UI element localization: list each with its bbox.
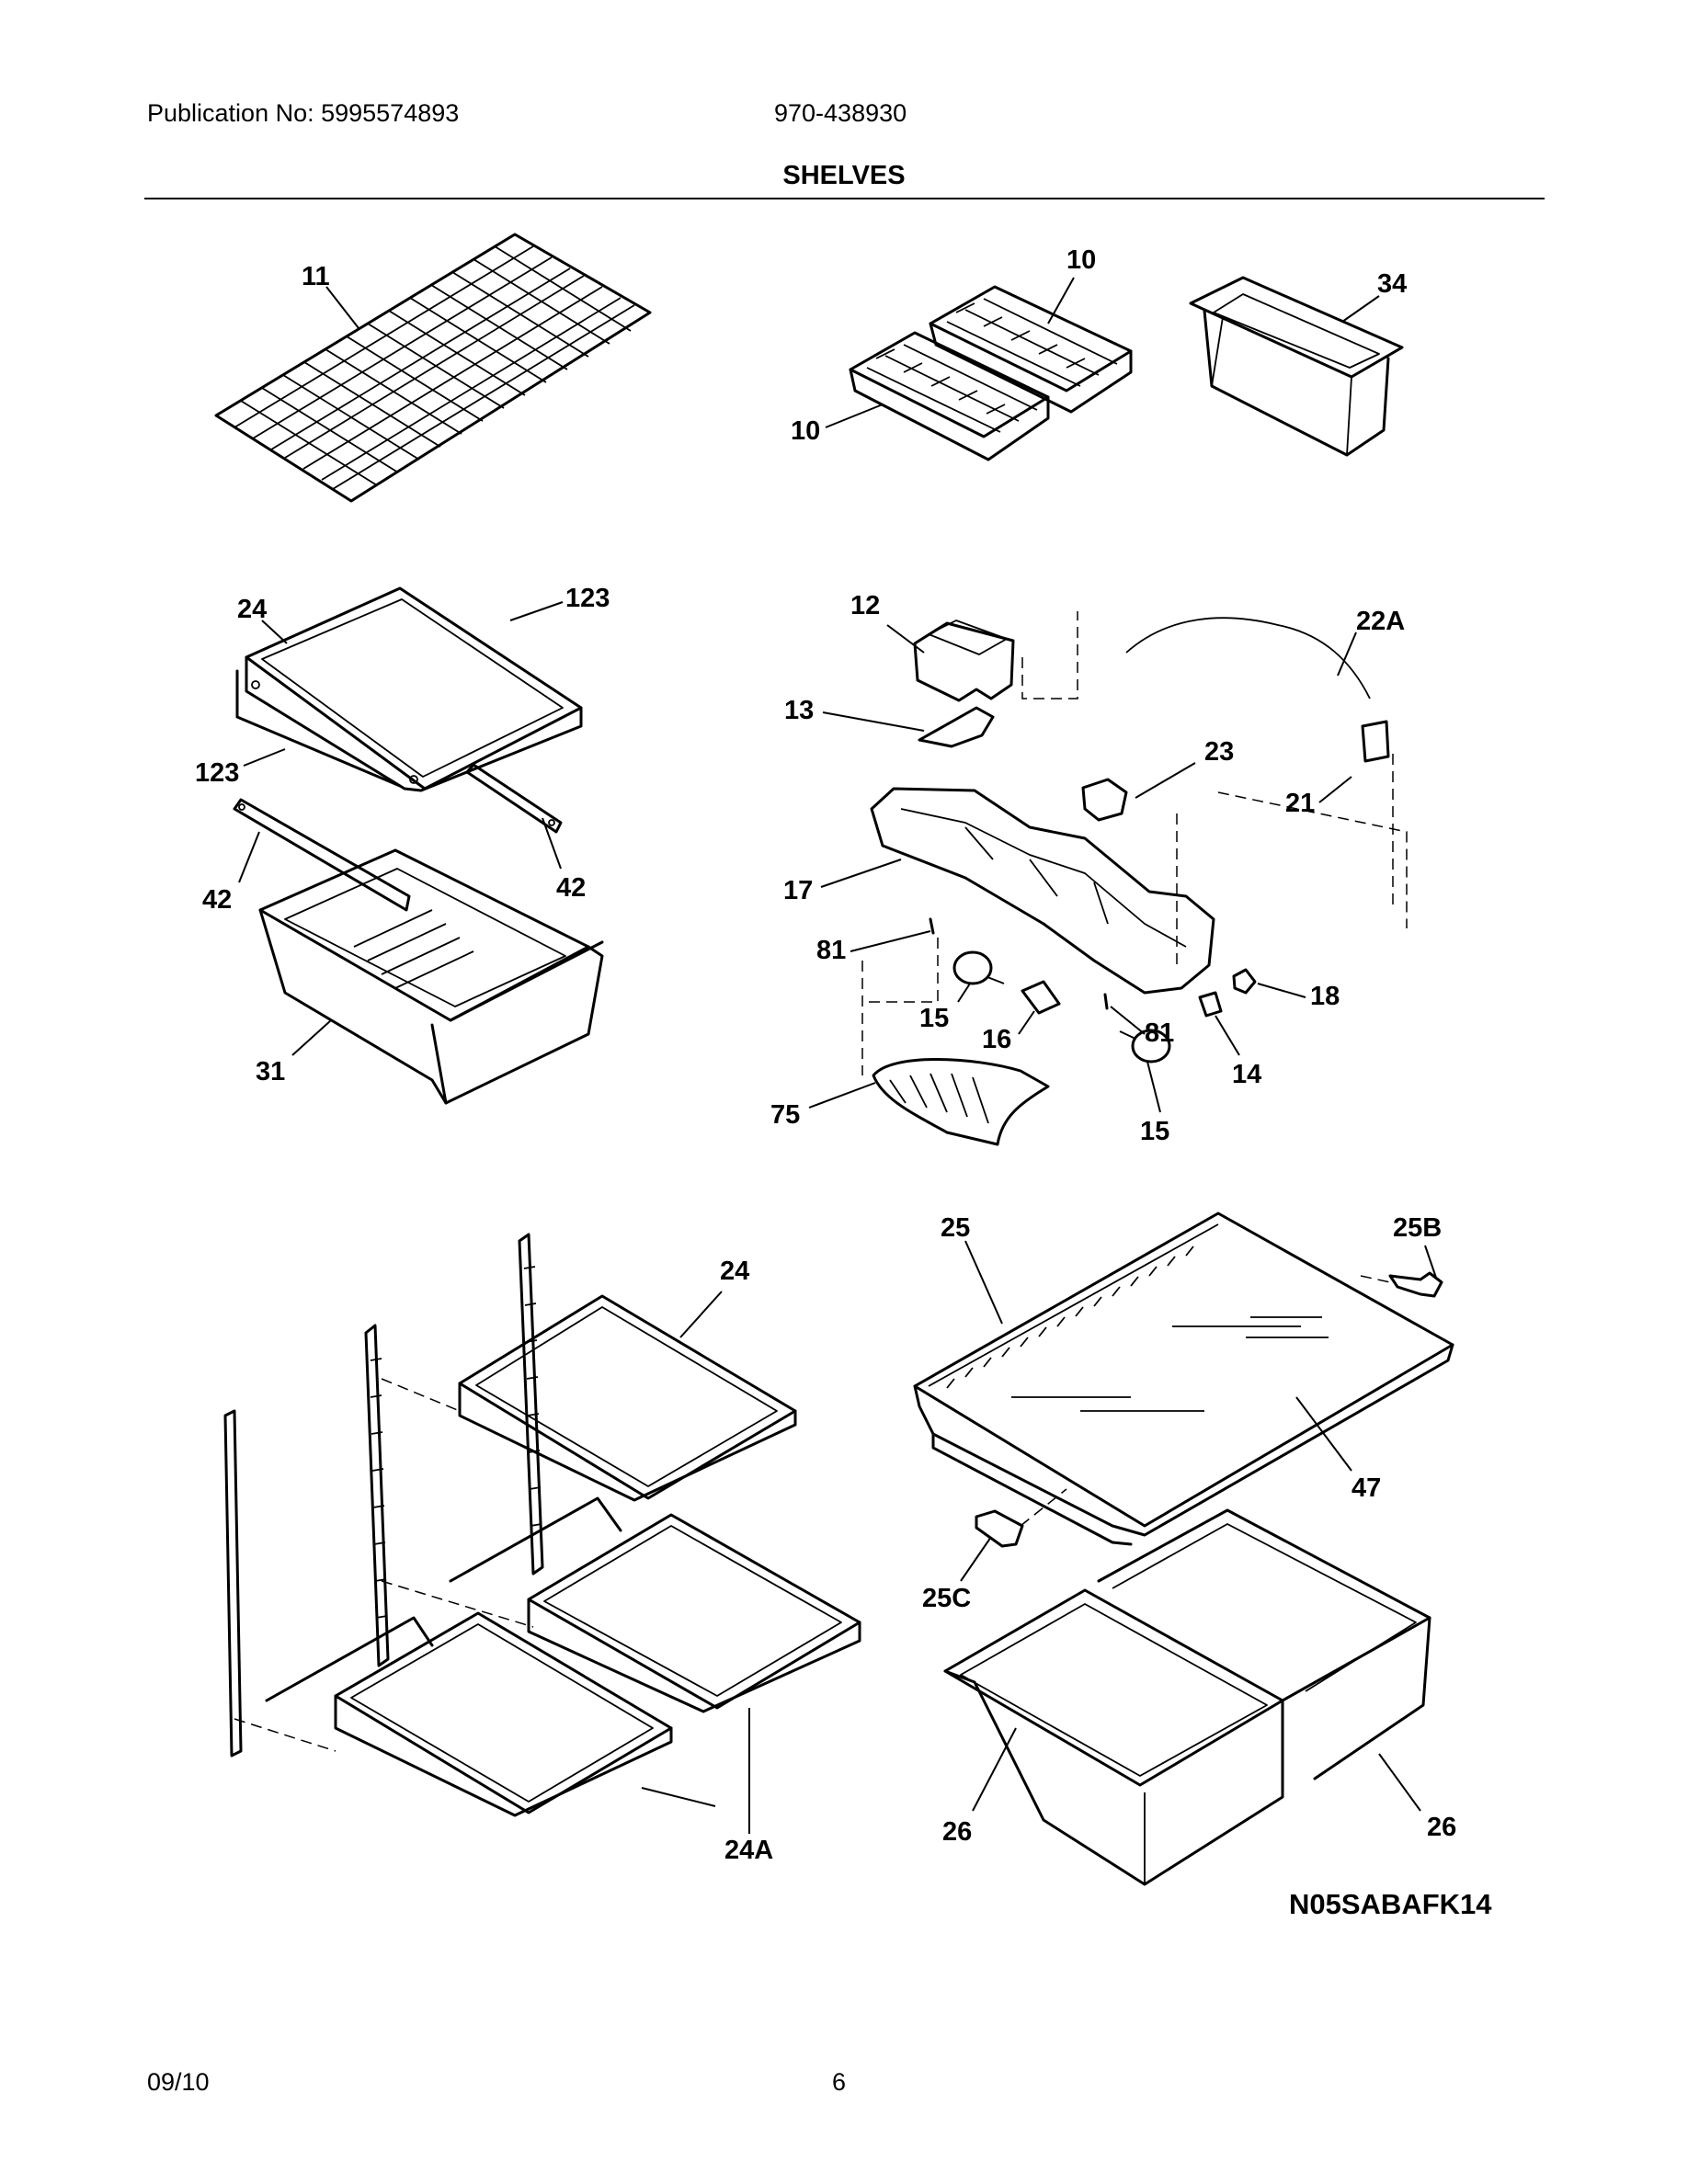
ice-tray-back (929, 285, 1133, 414)
callout-75: 75 (770, 1100, 800, 1130)
callout-24: 24 (720, 1257, 749, 1286)
control-housing-assembly (861, 611, 1408, 1146)
callout-14: 14 (1232, 1060, 1261, 1089)
callout-23: 23 (1204, 737, 1234, 767)
leader-lines (238, 277, 1437, 1834)
callout-26: 26 (942, 1817, 972, 1847)
crisper-glass-cover (913, 1211, 1454, 1548)
ice-tray-front (849, 331, 1050, 461)
callout-123: 123 (195, 758, 239, 788)
page-title: SHELVES (782, 161, 906, 190)
callout-18: 18 (1310, 982, 1340, 1011)
callout-25b: 25B (1393, 1213, 1442, 1243)
footer-date: 09/10 (147, 2068, 210, 2096)
ice-bucket (1189, 276, 1404, 457)
crisper-drawer (258, 848, 604, 1105)
callout-24: 24 (237, 595, 267, 624)
callout-25: 25 (941, 1213, 970, 1243)
callout-81: 81 (1145, 1018, 1174, 1048)
publication-number: Publication No: 5995574893 (147, 99, 460, 127)
crisper-drawers (943, 1508, 1431, 1886)
callout-26: 26 (1427, 1813, 1456, 1842)
callout-22a: 22A (1356, 607, 1405, 636)
callout-12: 12 (850, 591, 880, 620)
diagram-code: N05SABAFK14 (1289, 1888, 1492, 1920)
callout-21: 21 (1285, 789, 1315, 818)
standards-and-adjustable-shelves (223, 1233, 861, 1817)
callout-42: 42 (556, 873, 586, 903)
callout-labels: 11 10 10 34 24 123 123 42 42 31 12 22A 1… (195, 245, 1492, 1920)
model-number: 970-438930 (774, 99, 907, 127)
shelf-support-rails (233, 763, 563, 912)
wire-shelf (214, 233, 652, 503)
callout-13: 13 (784, 696, 814, 725)
callout-25c: 25C (922, 1584, 971, 1613)
page-number: 6 (832, 2068, 847, 2096)
crisper-glass-shelf (235, 586, 583, 792)
callout-10: 10 (791, 416, 820, 446)
callout-15: 15 (919, 1004, 949, 1033)
callout-11: 11 (302, 262, 330, 291)
header-rule (144, 198, 1545, 199)
callout-31: 31 (256, 1057, 285, 1086)
callout-17: 17 (783, 876, 813, 905)
callout-123: 123 (565, 584, 610, 613)
callout-15: 15 (1140, 1117, 1169, 1146)
callout-34: 34 (1377, 269, 1407, 299)
callout-47: 47 (1352, 1473, 1381, 1503)
callout-81: 81 (816, 936, 846, 965)
callout-42: 42 (202, 885, 232, 915)
callout-24a: 24A (724, 1836, 773, 1865)
callout-10: 10 (1066, 245, 1096, 275)
callout-16: 16 (982, 1025, 1011, 1054)
